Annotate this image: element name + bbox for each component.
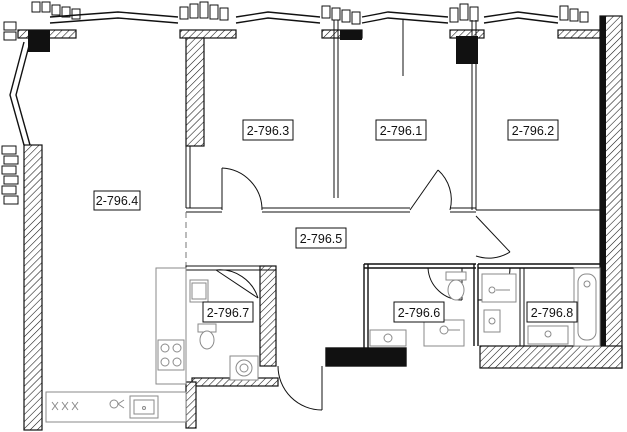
room-label-8-text: 2-796.8	[531, 306, 573, 320]
room-label-4: 2-796.4	[93, 190, 141, 211]
room-label-8: 2-796.8	[526, 301, 578, 323]
room-label-1-text: 2-796.1	[380, 124, 422, 138]
room-label-7: 2-796.7	[202, 301, 254, 323]
bathroom-7-fixtures	[189, 279, 217, 350]
top-facade	[9, 11, 559, 146]
bathroom-6-fixtures	[369, 271, 467, 347]
radiator-icon	[51, 401, 79, 411]
shower-icon	[109, 399, 125, 409]
room-label-2-text: 2-796.2	[512, 124, 554, 138]
bathtub-icon	[573, 267, 601, 347]
sink-icon	[129, 395, 159, 419]
toilet-icon	[483, 309, 501, 333]
partitions	[185, 20, 600, 348]
bathroom-8-fixtures	[481, 267, 601, 347]
structural-walls	[17, 15, 623, 431]
room-label-4-text: 2-796.4	[96, 194, 138, 208]
room-label-3-text: 2-796.3	[247, 124, 289, 138]
toilet-icon	[197, 323, 217, 350]
room-label-3: 2-796.3	[242, 119, 294, 141]
room-label-5-text: 2-796.5	[300, 232, 342, 246]
room-label-2: 2-796.2	[507, 119, 559, 141]
room-label-1: 2-796.1	[375, 119, 427, 141]
stove-hob-icon	[157, 339, 185, 371]
room-label-5: 2-796.5	[295, 227, 347, 249]
washing-machine-icon	[229, 355, 259, 381]
room-label-6: 2-796.6	[393, 301, 445, 323]
room-label-6-text: 2-796.6	[398, 306, 440, 320]
toilet-icon	[445, 271, 467, 301]
facade-brickwork	[1, 1, 589, 205]
room-label-7-text: 2-796.7	[207, 306, 249, 320]
